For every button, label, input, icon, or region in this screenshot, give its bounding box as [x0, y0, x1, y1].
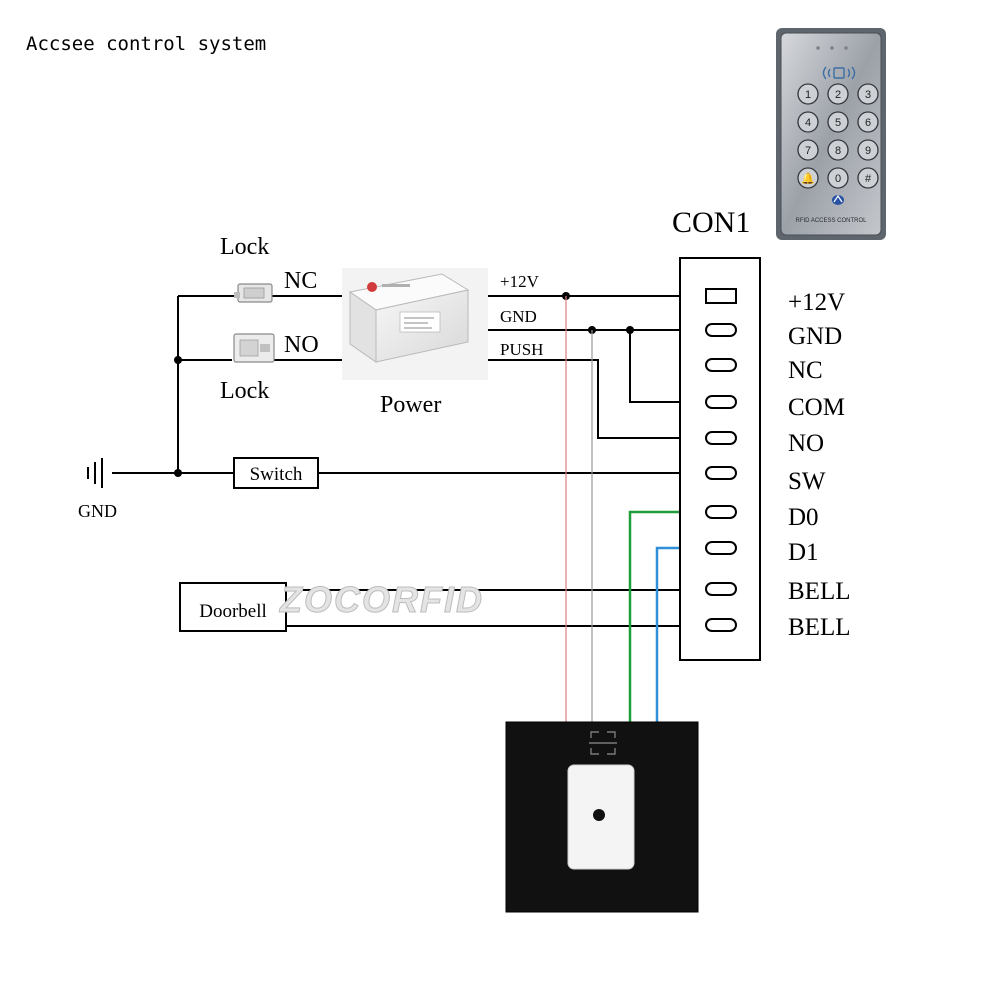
switch-label: Switch: [250, 464, 303, 485]
power-line-push: PUSH: [500, 340, 543, 359]
lock-no-icon: [233, 333, 275, 363]
keypad-key-label: 6: [865, 117, 871, 129]
connector-pin: [705, 323, 737, 337]
reader-wires: [565, 296, 680, 722]
switch-box: [233, 457, 319, 489]
connector-pin: [705, 358, 737, 372]
doorbell-box: [179, 582, 287, 632]
keypad-key: [797, 83, 819, 105]
connector-pin-label: D0: [788, 504, 819, 531]
keypad-footer: RFID ACCESS CONTROL: [795, 218, 867, 224]
keypad-key: [857, 83, 879, 105]
keypad-key-label: 5: [835, 117, 841, 129]
keypad-key-label: 7: [805, 145, 811, 157]
keypad-reader-image: 1 2 3 4 5 6 7 8 9 🔔 0 # RFID ACCESS CONTROL: [776, 28, 886, 240]
lock-nc-icon: [234, 283, 273, 303]
connector-block: [679, 257, 761, 661]
connector-pin-label: GND: [788, 323, 842, 350]
keypad-key-label: 9: [865, 145, 871, 157]
connector-pin: [705, 618, 737, 632]
connector-pin-label: SW: [788, 468, 826, 495]
keypad-key: [857, 139, 879, 161]
keypad-key: [827, 139, 849, 161]
connector-pin: [705, 431, 737, 445]
lock-no-label: Lock: [220, 378, 269, 404]
connector-pin-label: COM: [788, 394, 845, 421]
keypad-key-label: 1: [805, 89, 811, 101]
lock-nc-label: Lock: [220, 234, 269, 260]
connector-pin-label: +12V: [788, 289, 845, 316]
reader-sensor-icon: [593, 809, 605, 821]
wire-d0-reader: [628, 510, 680, 722]
power-supply-image: [342, 268, 488, 380]
keypad-key-label: 0: [835, 173, 841, 185]
connector-pin: [705, 541, 737, 555]
scan-frame-icon: [589, 731, 617, 755]
rfid-wave-icon: [822, 66, 856, 80]
keypad-key: [827, 83, 849, 105]
connector-pin-label: NO: [788, 430, 824, 457]
keypad-key-label: #: [865, 173, 872, 185]
wires-black: [112, 295, 680, 627]
doorbell-label: Doorbell: [199, 601, 267, 622]
keypad-key: [797, 167, 819, 189]
connector-pin-label: NC: [788, 357, 823, 384]
keypad-key-label: 🔔: [801, 172, 815, 185]
keypad-key: [797, 139, 819, 161]
ground-label: GND: [78, 501, 117, 521]
lock-no-contact: NO: [284, 332, 319, 358]
keypad-key: [857, 111, 879, 133]
keypad-key-label: 8: [835, 145, 841, 157]
keypad-leds: [816, 46, 848, 50]
keypad-key-label: 2: [835, 89, 841, 101]
connector-pin: [705, 505, 737, 519]
connector-pin-label: D1: [788, 539, 819, 566]
power-label: Power: [380, 392, 441, 418]
keypad-key: [857, 167, 879, 189]
connector-pins: [705, 288, 737, 632]
connector-pin: [705, 395, 737, 409]
connector-pin-label: BELL: [788, 578, 851, 605]
power-line-12v: +12V: [500, 272, 540, 291]
keypad-key: [827, 111, 849, 133]
keypad-keys: 1 2 3 4 5 6 7 8 9 🔔 0 #: [797, 83, 879, 189]
keypad-key-label: 3: [865, 89, 871, 101]
wire-d1-reader: [655, 546, 680, 722]
power-line-gnd: GND: [500, 307, 537, 326]
connector-pin-label: BELL: [788, 614, 851, 641]
connector-pin: [705, 288, 737, 304]
ground-symbol: [87, 458, 103, 488]
connector-pin: [705, 582, 737, 596]
keypad-key-label: 4: [805, 117, 811, 129]
watermark: ZOCORFID: [279, 579, 484, 620]
lock-nc-contact: NC: [284, 268, 317, 294]
keypad-key: [797, 111, 819, 133]
connector-title: CON1: [672, 206, 750, 239]
reader-device: [505, 721, 699, 913]
keypad-key: [827, 167, 849, 189]
page-title: Accsee control system: [26, 33, 266, 55]
keypad-logo-icon: [832, 194, 844, 205]
connector-pin: [705, 466, 737, 480]
